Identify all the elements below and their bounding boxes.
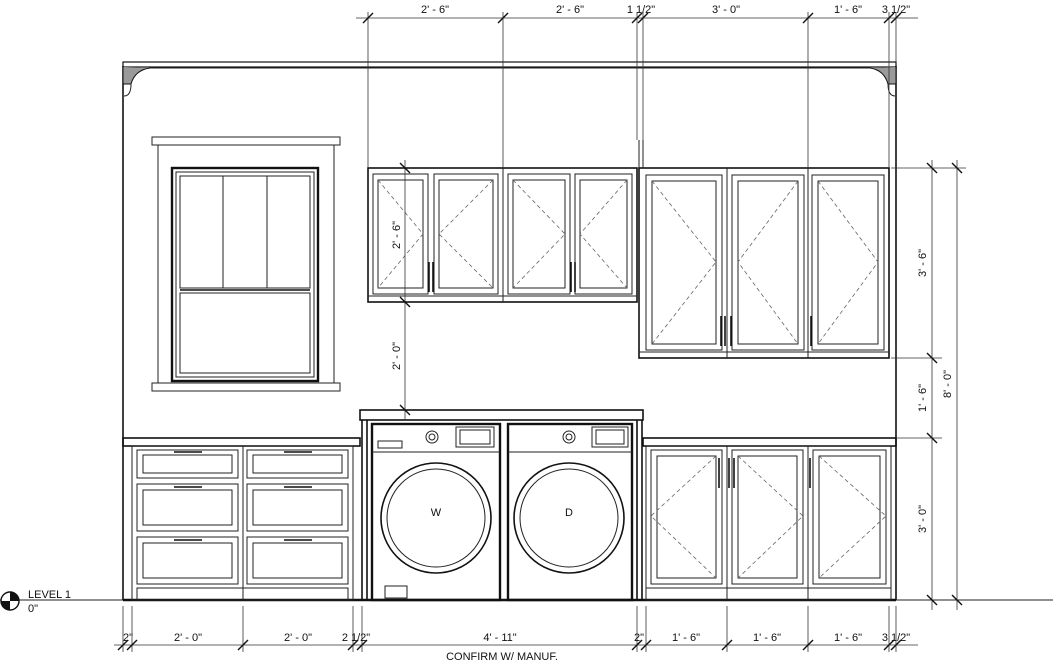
- dryer: [506, 422, 634, 602]
- bottom-dim-3: 2' - 0": [284, 632, 312, 644]
- base-cabinets-right: [645, 445, 892, 601]
- top-dim-1: 2' - 6": [421, 4, 449, 16]
- right-dimension-strings: [891, 160, 966, 610]
- laundry-alcove: [361, 420, 643, 600]
- right-dim-base: 3' - 0": [917, 505, 929, 533]
- right-dim-gap: 1' - 6": [917, 384, 929, 412]
- right-dim-upper: 3' - 6": [917, 249, 929, 277]
- washer: [370, 422, 502, 602]
- top-dim-2: 2' - 6": [556, 4, 584, 16]
- bottom-dimension-string: [114, 606, 918, 652]
- bottom-dim-10: 3 1/2": [882, 632, 910, 644]
- bottom-dim-9: 1' - 6": [834, 632, 862, 644]
- crown-molding: [122, 61, 897, 97]
- countertops: [122, 409, 897, 447]
- base-drawers-left: [131, 445, 354, 601]
- top-dim-3: 1 1/2": [627, 4, 655, 16]
- bottom-dim-7: 1' - 6": [672, 632, 700, 644]
- dryer-label: D: [565, 507, 573, 519]
- bottom-dim-2: 2' - 0": [174, 632, 202, 644]
- bottom-dim-8: 1' - 6": [753, 632, 781, 644]
- bottom-dim-5: 4' - 11": [483, 632, 516, 644]
- washer-label: W: [431, 507, 442, 519]
- bottom-dim-6: 2": [634, 632, 644, 644]
- level-marker: [0, 591, 20, 611]
- upper-cabinets-right: [638, 140, 890, 359]
- bottom-dim-1: 2": [123, 632, 133, 644]
- right-dim-overall: 8' - 0": [942, 370, 954, 398]
- bottom-note: CONFIRM W/ MANUF.: [446, 651, 558, 662]
- bottom-dim-4: 2 1/2": [342, 632, 370, 644]
- window: [151, 136, 341, 392]
- left-dim-upper: 2' - 6": [391, 221, 403, 249]
- upper-cabinets-left: [367, 167, 638, 303]
- top-dim-6: 3 1/2": [882, 4, 910, 16]
- level-elevation: 0": [28, 603, 38, 615]
- top-dim-4: 3' - 0": [712, 4, 740, 16]
- left-dim-gap: 2' - 0": [391, 342, 403, 370]
- top-dimension-string: [356, 12, 918, 168]
- left-dimension-strings: [399, 160, 411, 420]
- top-dim-5: 1' - 6": [834, 4, 862, 16]
- level-name: LEVEL 1: [28, 589, 71, 601]
